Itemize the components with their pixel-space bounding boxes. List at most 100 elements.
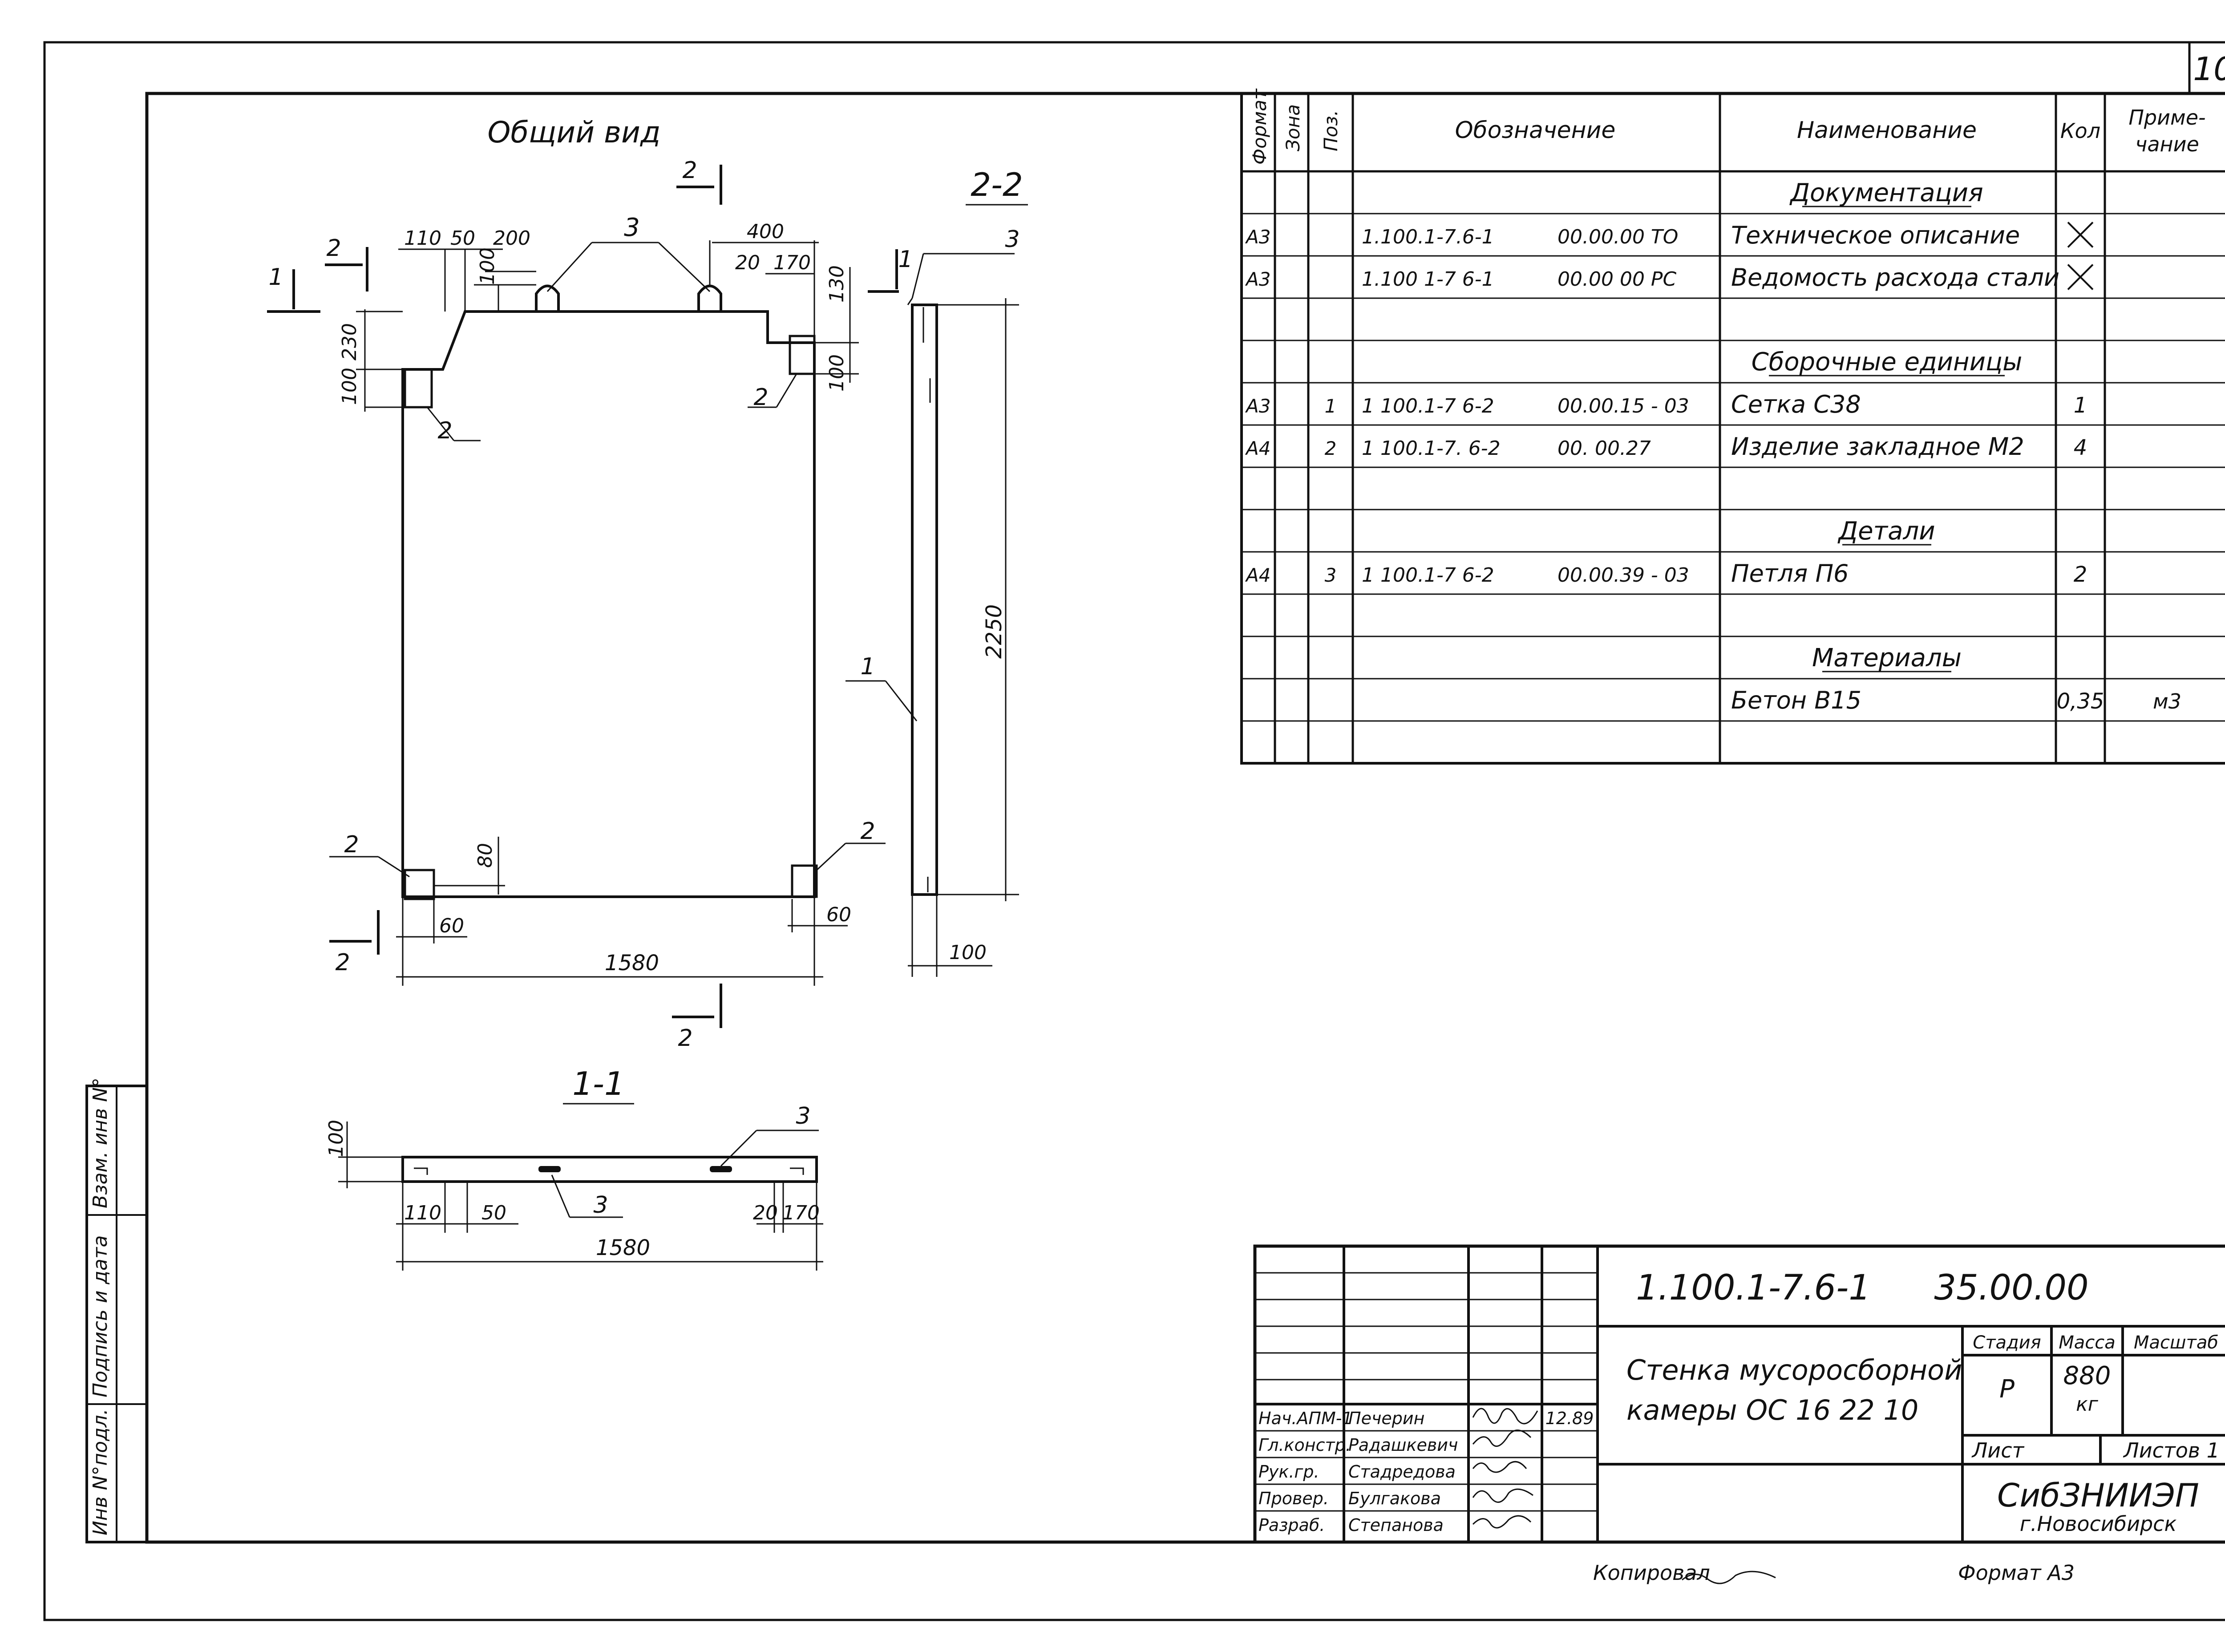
spec-cell-code2: 00.00.00 TO — [1558, 226, 1678, 248]
embedded-item-bottom-left — [404, 869, 435, 900]
panel-outline — [401, 310, 816, 898]
dim-100-loop: 100 — [476, 247, 499, 285]
tb-role-label: Рук.гр. — [1258, 1462, 1319, 1482]
cross-mark-icon — [2067, 222, 2094, 248]
dim-130: 130 — [825, 265, 848, 303]
spec-header-qty: Кол — [2060, 119, 2100, 143]
pos-2-label-bottom-right: 2 — [860, 818, 875, 845]
spec-cell-code1: 1 100.1-7. 6-2 — [1362, 437, 1501, 460]
dim-110: 110 — [404, 227, 441, 250]
section-1-1-pos-3-top: 3 — [796, 1103, 810, 1130]
tb-doc-code: 1.100.1-7.6-1 — [1636, 1268, 1871, 1308]
tb-role-label: Нач.АПМ-1 — [1258, 1409, 1353, 1428]
spec-row: Документация — [1789, 178, 1983, 207]
dim-1580-view: 1580 — [605, 951, 659, 976]
tb-doc-suffix: 35.00.00 — [1934, 1268, 2088, 1308]
tb-role-label: Провер. — [1258, 1489, 1329, 1508]
tb-roles: Нач.АПМ-1ПечеринГл.констр.РадашкевичРук.… — [1258, 1409, 1458, 1535]
section-2-2-body — [911, 304, 938, 896]
spec-cell-name: Сетка С38 — [1731, 390, 1861, 418]
spec-cell-qty: 2 — [2074, 562, 2087, 587]
tb-sheet-label: Лист — [1971, 1438, 2025, 1462]
spec-cell-fmt: A3 — [1245, 226, 1270, 248]
tb-role-name: Степанова — [1348, 1515, 1444, 1535]
tb-role-name: Булгакова — [1348, 1489, 1441, 1508]
section-mark-2-top: 2 — [682, 157, 697, 184]
tb-mass-unit: кг — [2076, 1393, 2099, 1416]
spec-cell-name: Техническое описание — [1731, 221, 2020, 249]
spec-row: Сборочные единицы — [1752, 348, 2023, 377]
tb-org-city: г.Новосибирск — [2020, 1512, 2177, 1536]
spec-header-pos: Поз. — [1320, 110, 1342, 151]
top-dimension-lines — [356, 240, 859, 412]
spec-table: Формат Зона Поз. Обозначение Наименовани… — [1240, 88, 2225, 765]
signature-scribbles — [1472, 1408, 1776, 1584]
section-1-1: 1-1 3 3 100 110 50 20 170 1580 — [325, 1065, 823, 1271]
dim-100-left: 100 — [338, 368, 361, 405]
tb-role-name: Стадредова — [1348, 1462, 1456, 1482]
dim-20: 20 — [735, 251, 760, 274]
dim-1580-sec11: 1580 — [596, 1235, 650, 1260]
side-stamp-inv-no: Инв N°подл. — [89, 1409, 112, 1535]
section-1-1-body — [401, 1156, 818, 1183]
outer-trim-frame — [43, 41, 2225, 1621]
section-2-2-title: 2-2 — [971, 166, 1023, 203]
dim-100-right: 100 — [825, 354, 848, 392]
dim-100-sec11: 100 — [325, 1120, 348, 1157]
spec-cell-name: Ведомость расхода стали — [1731, 263, 2059, 292]
tb-role-name: Печерин — [1348, 1409, 1424, 1428]
tb-sheets-label: Листов 1 — [2123, 1438, 2220, 1462]
tb-title-line1: Стенка мусоросборной — [1626, 1354, 1962, 1386]
section-mark-2-top-left: 2 — [326, 235, 341, 262]
spec-cell-fmt: A3 — [1245, 268, 1270, 290]
spec-header-designation: Обозначение — [1455, 117, 1616, 144]
spec-header-note-2: чание — [2135, 132, 2199, 156]
spec-cell-qty: 0,35 — [2057, 689, 2104, 714]
sheet-number: 107 — [2193, 50, 2225, 88]
main-drawing-frame — [145, 92, 2225, 1544]
dim-400: 400 — [747, 220, 784, 243]
tb-copied-by: Копировал — [1593, 1561, 1710, 1585]
cross-mark-icon — [2067, 264, 2094, 290]
spec-cell-pos: 3 — [1325, 564, 1337, 586]
lifting-loop-right — [697, 284, 722, 312]
dim-110-sec11: 110 — [404, 1202, 441, 1224]
section-mark-1-right: 1 — [898, 246, 913, 273]
section-mark-2-bottom: 2 — [678, 1025, 692, 1052]
spec-cell-note: м3 — [2153, 689, 2181, 713]
dim-230: 230 — [338, 323, 361, 360]
tb-org-name: СибЗНИИЭП — [1997, 1477, 2199, 1514]
title-block: 1.100.1-7.6-1 35.00.00 Стенка мусоросбор… — [1253, 1244, 2225, 1585]
pos-2-label-top-right: 2 — [753, 384, 768, 411]
spec-section-title: Документация — [1789, 178, 1983, 207]
sheet-number-box: 107 — [2188, 42, 2225, 93]
section-mark-2-bottom-left: 2 — [335, 949, 350, 976]
pos-2-label-bottom-left: 2 — [344, 831, 359, 858]
dim-20-sec11: 20 — [753, 1202, 778, 1224]
tb-stage-label: Стадия — [1973, 1332, 2041, 1353]
spec-cell-code1: 1 100.1-7 6-2 — [1362, 395, 1494, 417]
general-view: Общий вид — [267, 115, 913, 1052]
section-2-2: 2-2 3 1 2250 100 — [846, 166, 1028, 977]
spec-cell-code1: 1 100.1-7 6-2 — [1362, 564, 1494, 587]
bottom-dimension-lines — [396, 837, 848, 986]
spec-header-zone: Зона — [1282, 104, 1304, 151]
spec-row: A3 1.100.1-7.6-1 00.00.00 TO Техническое оп… — [1245, 221, 2094, 249]
spec-cell-code1: 1.100.1-7.6-1 — [1362, 226, 1494, 248]
tb-scale-label: Масштаб — [2134, 1332, 2218, 1353]
section-1-1-loop-right — [710, 1166, 732, 1172]
section-mark-arrows — [267, 165, 899, 1028]
dim-50-sec11: 50 — [481, 1202, 506, 1224]
side-stamp: Инв N°подл. Подпись и дата Взам. инв N° — [85, 1077, 148, 1543]
section-mark-1-left: 1 — [268, 264, 283, 291]
tb-mass-label: Масса — [2059, 1332, 2116, 1353]
spec-section-title: Детали — [1837, 517, 1935, 546]
tb-role-label: Разраб. — [1258, 1515, 1325, 1535]
tb-mass-value: 880 — [2063, 1361, 2111, 1390]
spec-cell-qty: 4 — [2074, 435, 2087, 460]
